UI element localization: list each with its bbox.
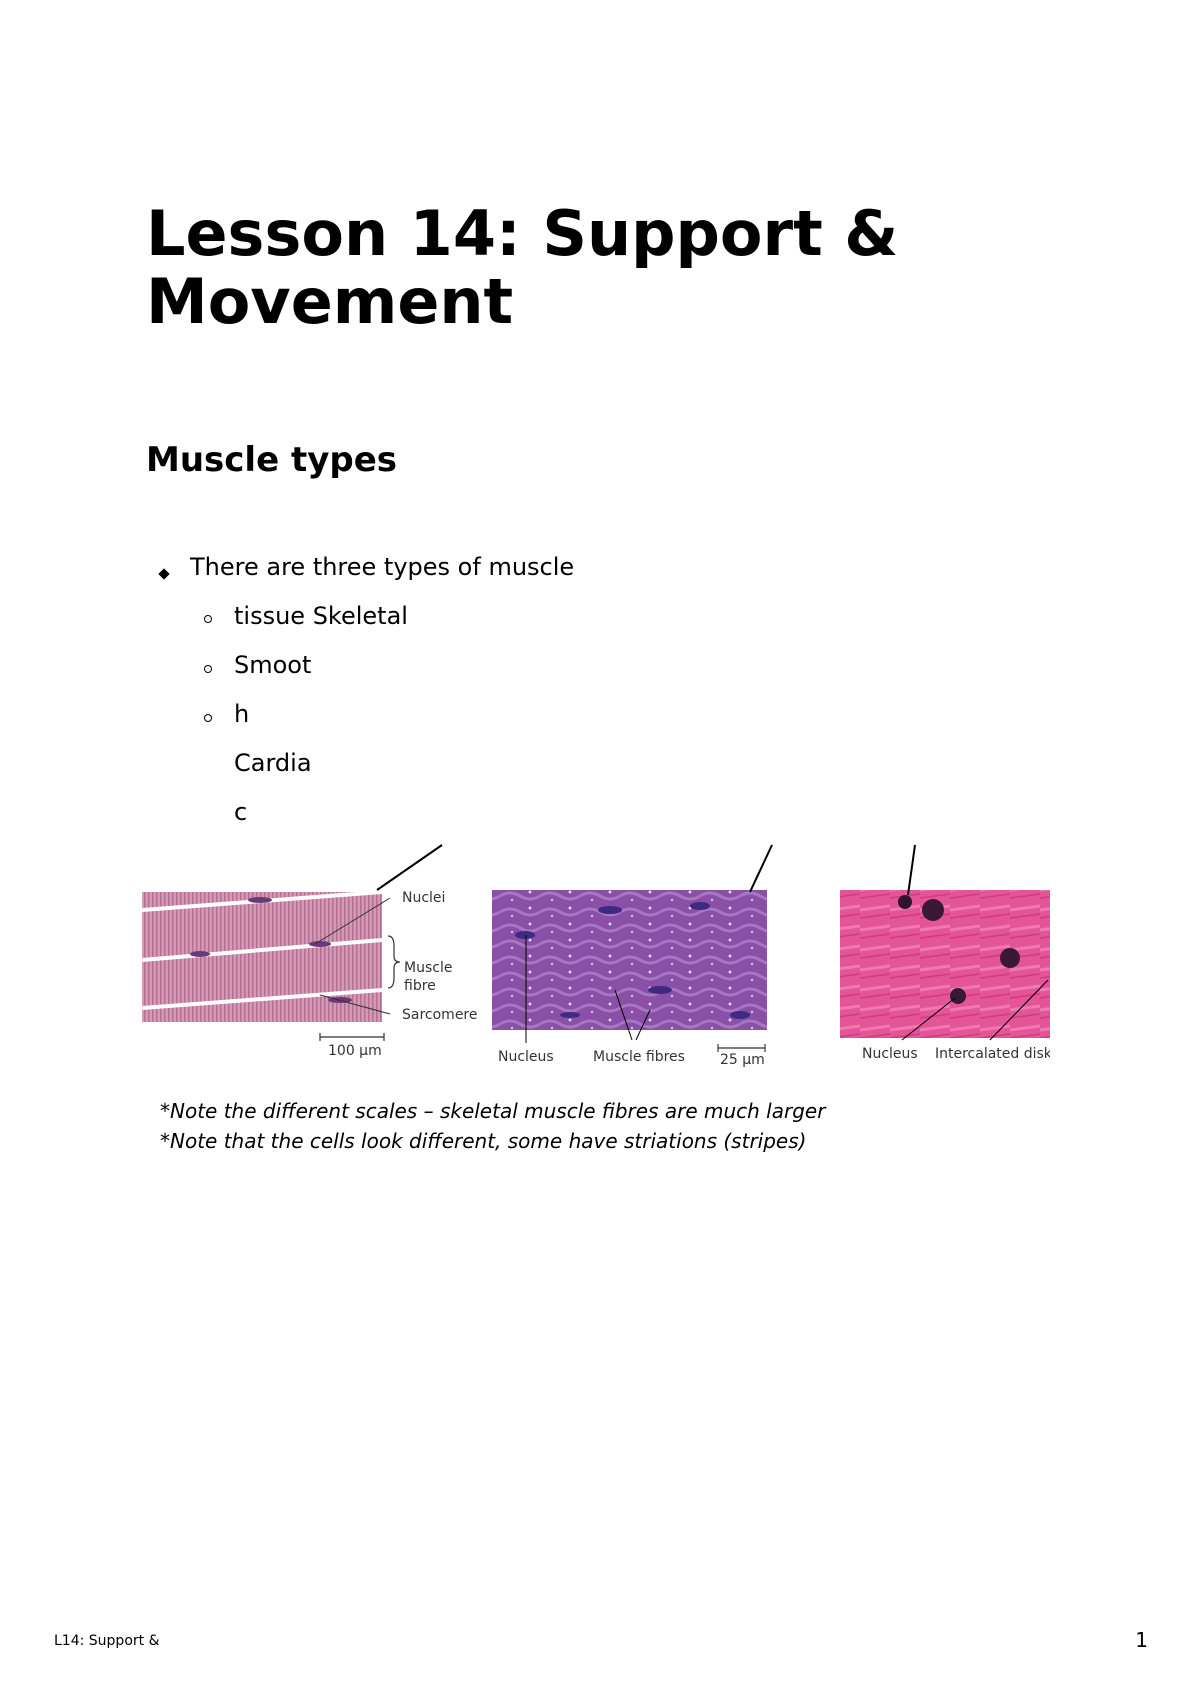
circle-bullet-icon [204, 615, 212, 623]
label-nuclei: Nuclei [402, 890, 445, 906]
cardiac-muscle-image: Nucleus Intercalated disk [840, 844, 1050, 1062]
note-scales: *Note the different scales – skeletal mu… [160, 1099, 827, 1123]
label-sarcomere: Sarcomere [402, 1007, 478, 1023]
page-title: Lesson 14: Support & Movement [146, 197, 899, 338]
muscle-types-figure: Nuclei Muscle fibre Sarcomere 100 µm Nuc… [140, 840, 1050, 1180]
label-scale-100: 100 µm [328, 1043, 382, 1059]
circle-bullet-icon [204, 665, 212, 673]
subitem: tissue Skeletal [234, 602, 408, 630]
footer-title: L14: Support & [54, 1633, 160, 1649]
page-number: 1 [1135, 1628, 1148, 1652]
bullet-icon [158, 568, 170, 580]
label-intercalated-disk: Intercalated disk [935, 1046, 1050, 1062]
bullet-text: There are three types of muscle [190, 553, 575, 581]
label-muscle: Muscle [404, 960, 452, 976]
circle-bullet-icon [204, 714, 212, 722]
subitem: Smoot [234, 651, 312, 679]
muscle-micrographs: Nuclei Muscle fibre Sarcomere 100 µm Nuc… [141, 844, 1050, 1153]
continuation-line: c [234, 798, 248, 826]
section-heading: Muscle types [146, 440, 398, 480]
smooth-muscle-image: Nucleus Muscle fibres 25 µm [492, 844, 773, 1068]
note-striations: *Note that the cells look different, som… [160, 1129, 806, 1153]
skeletal-muscle-image: Nuclei Muscle fibre Sarcomere 100 µm [141, 844, 478, 1059]
continuation-line: Cardia [234, 749, 312, 777]
label-nucleus-smooth: Nucleus [498, 1049, 554, 1065]
label-fibre: fibre [404, 978, 436, 994]
label-scale-25: 25 µm [720, 1052, 765, 1068]
label-muscle-fibres: Muscle fibres [593, 1049, 685, 1065]
subitem: h [234, 700, 250, 728]
label-nucleus-cardiac: Nucleus [862, 1046, 918, 1062]
